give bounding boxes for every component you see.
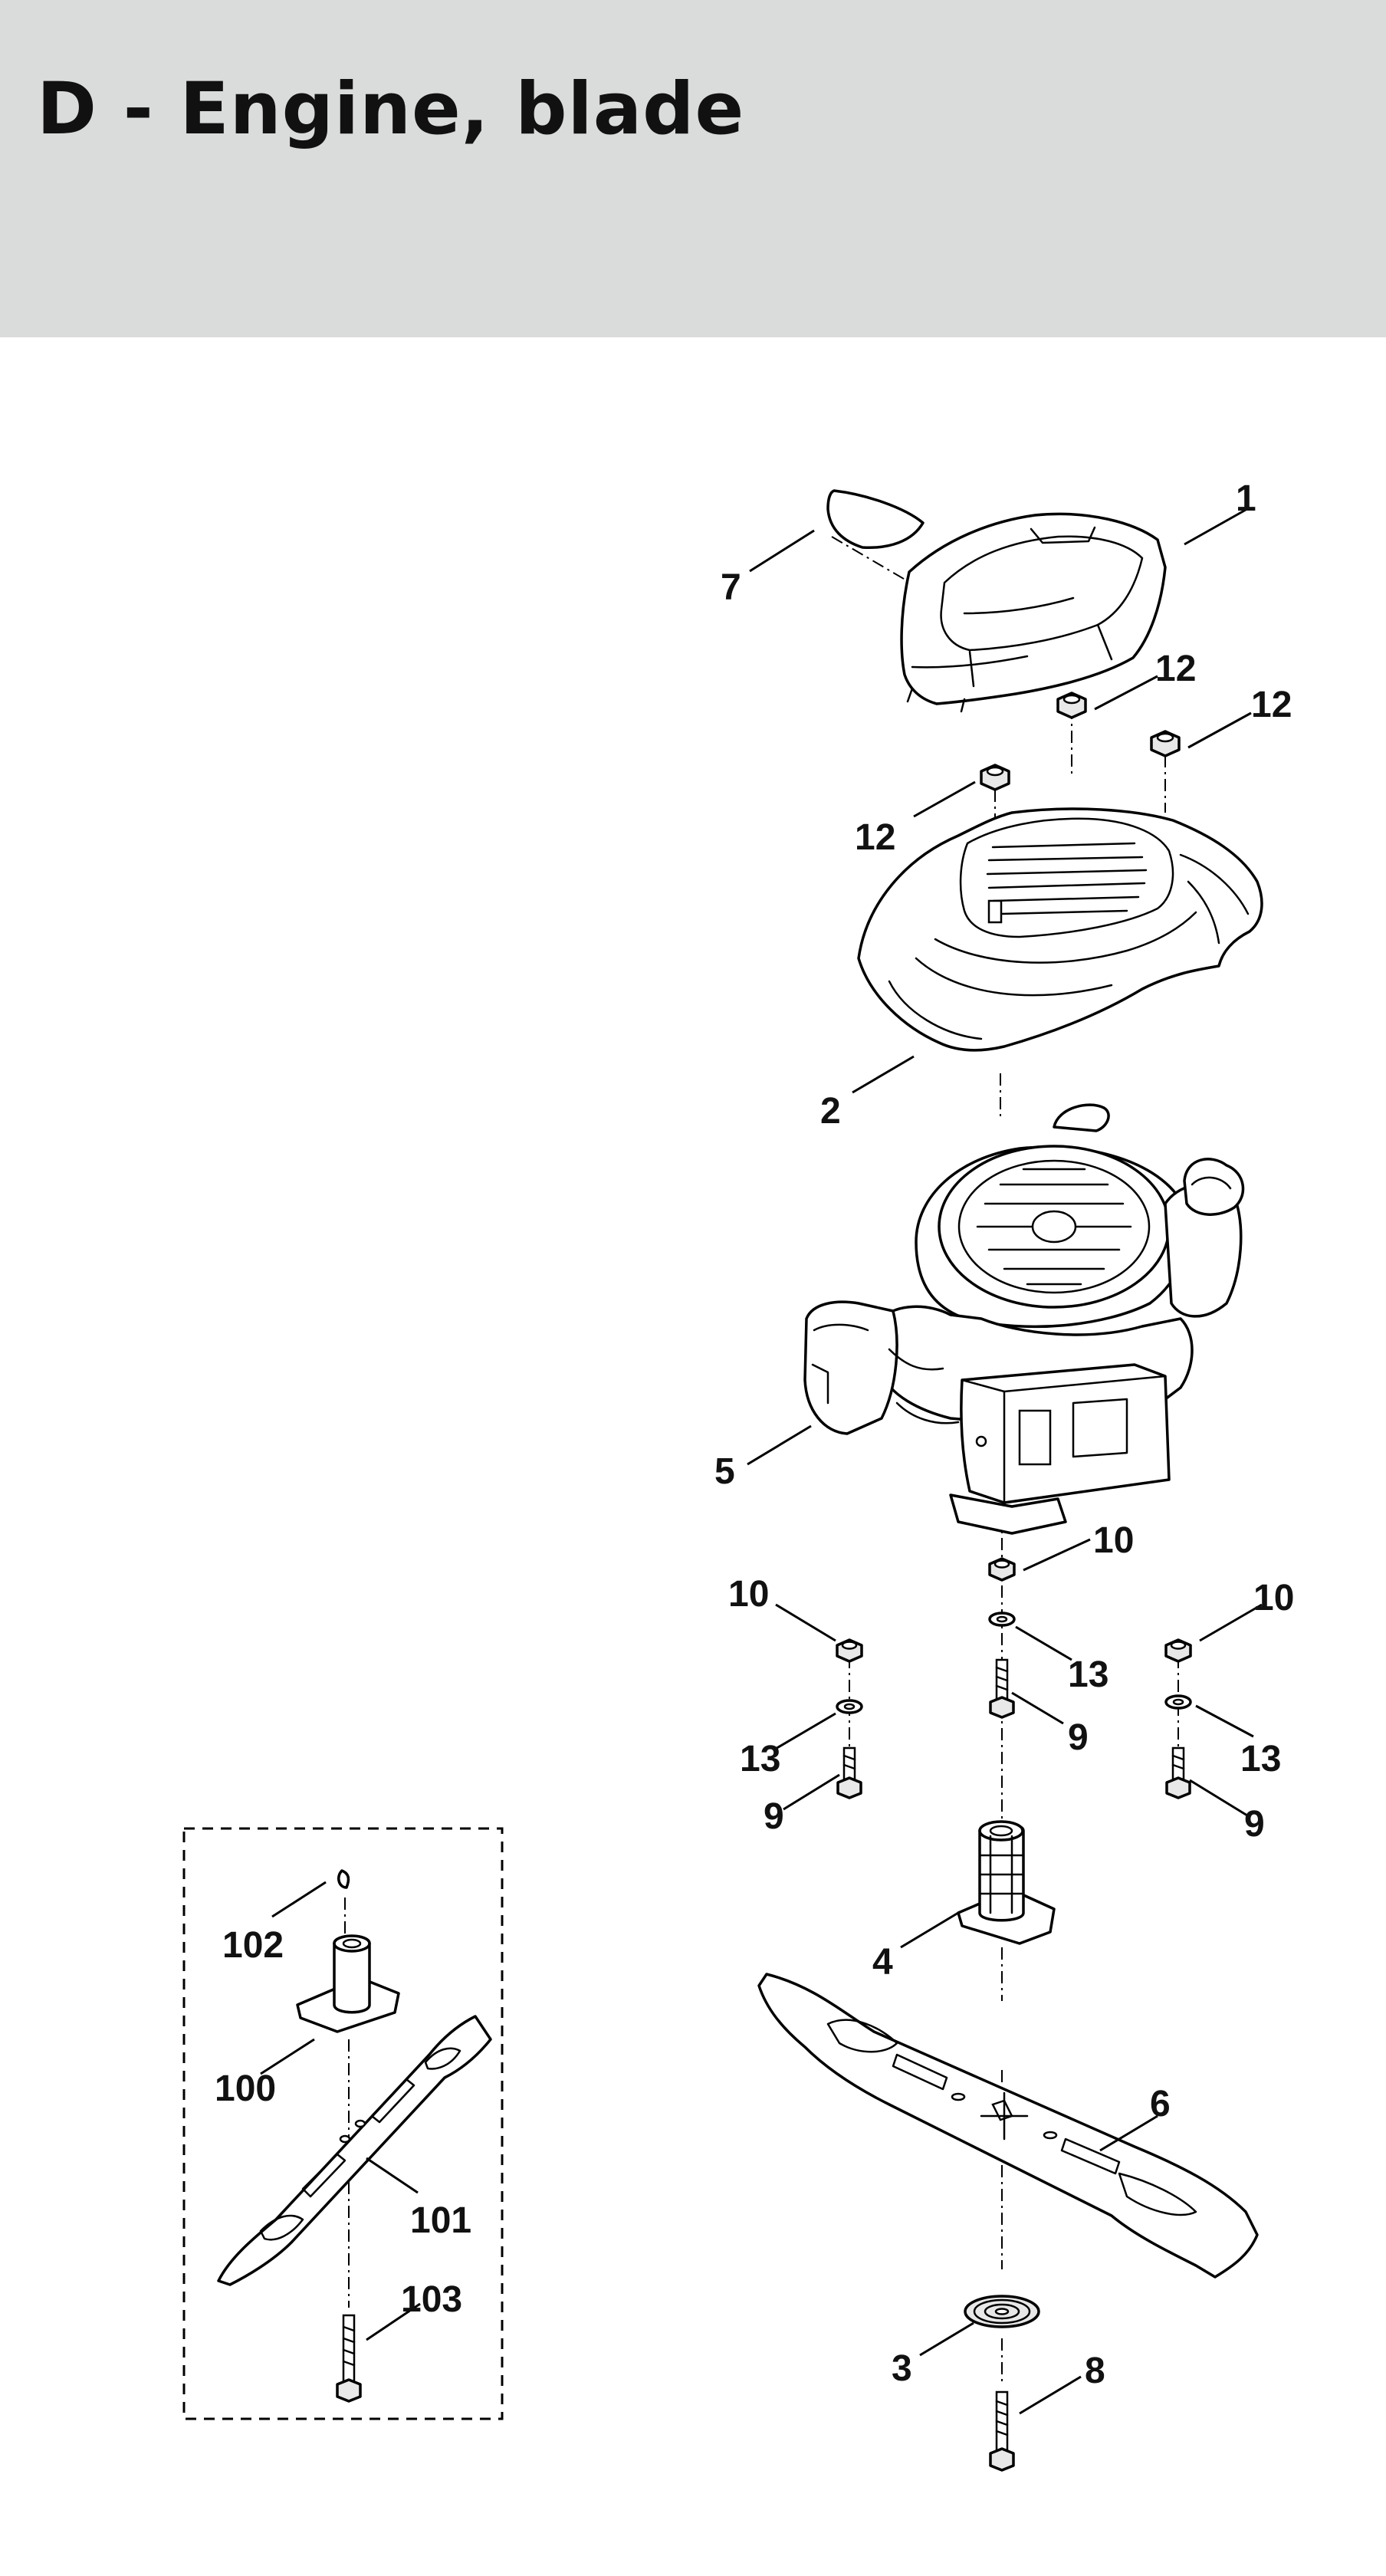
callout-102: 102: [222, 1925, 284, 1966]
callout-10b: 10: [728, 1574, 769, 1615]
leader-lines: [260, 508, 1263, 2415]
part-10-nut-left: [836, 1638, 863, 1663]
callout-13b: 13: [740, 1739, 780, 1779]
callout-12c: 12: [855, 817, 895, 858]
callout-9a: 9: [1068, 1717, 1089, 1758]
part-8-blade-bolt: [989, 2390, 1015, 2472]
callout-13c: 13: [1240, 1739, 1281, 1779]
callout-100: 100: [215, 2068, 276, 2109]
part-103-bolt: [336, 2314, 362, 2403]
callout-9b: 9: [764, 1796, 784, 1837]
header-band: [0, 0, 1386, 337]
part-13-washer-center: [988, 1612, 1016, 1627]
callout-labels: 1 7 12 12 12 2 5 10 10 10 13 13 13 9 9 9…: [215, 478, 1294, 2391]
part-10-nut-right: [1164, 1638, 1192, 1663]
part-9-bolt-right: [1165, 1746, 1191, 1799]
part-12-nut-b: [1150, 730, 1181, 757]
part-13-washer-right: [1164, 1694, 1192, 1710]
part-101-blade: [217, 2015, 492, 2286]
callout-103: 103: [401, 2279, 462, 2320]
callout-10c: 10: [1253, 1578, 1294, 1618]
callout-4: 4: [872, 1942, 893, 1983]
part-12-nut-c: [980, 764, 1010, 791]
callout-3: 3: [892, 2348, 912, 2389]
callout-12b: 12: [1251, 685, 1292, 725]
part-102-key: [337, 1869, 350, 1889]
part-100-adapter: [296, 1934, 400, 2033]
callout-6: 6: [1150, 2084, 1171, 2124]
callout-12a: 12: [1155, 649, 1196, 689]
callout-7: 7: [721, 567, 741, 608]
callout-1: 1: [1236, 478, 1256, 519]
part-1-top-cover: [900, 512, 1167, 713]
callout-2: 2: [820, 1091, 841, 1132]
part-2-engine-shroud: [857, 807, 1263, 1052]
part-12-nut-a: [1056, 692, 1087, 719]
optional-kit-box: [182, 1827, 504, 2420]
part-7-decal: [826, 489, 925, 549]
callout-101: 101: [410, 2200, 471, 2241]
callout-5: 5: [714, 1451, 735, 1492]
page-title: D - Engine, blade: [37, 67, 745, 151]
callout-10a: 10: [1093, 1520, 1134, 1561]
part-4-blade-adapter: [957, 1820, 1056, 1945]
part-10-nut-center: [988, 1557, 1016, 1582]
part-9-bolt-left: [836, 1746, 862, 1799]
part-3-washer: [964, 2295, 1040, 2328]
part-6-blade: [757, 1973, 1259, 2279]
callout-8: 8: [1085, 2351, 1105, 2391]
part-13-washer-left: [836, 1699, 863, 1714]
part-5-engine: [803, 1103, 1245, 1535]
callout-9c: 9: [1244, 1804, 1265, 1845]
callout-13a: 13: [1068, 1654, 1108, 1695]
part-9-bolt-center: [989, 1658, 1015, 1719]
